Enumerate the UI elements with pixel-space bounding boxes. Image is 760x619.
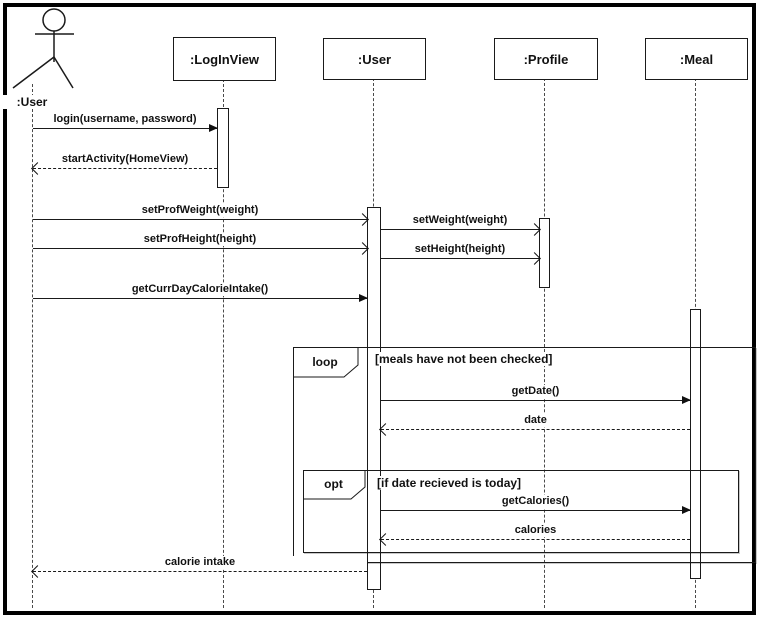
- activation-user: [367, 207, 381, 590]
- lifeline-head-meal: :Meal: [645, 38, 748, 80]
- arrowhead-filled-icon: [682, 396, 691, 404]
- activation-loginview: [217, 108, 229, 188]
- diagram-border: [3, 3, 756, 615]
- arrowhead-filled-icon: [359, 294, 368, 302]
- opt-fragment-tab: [303, 470, 366, 500]
- lifeline-actor-user: [32, 84, 33, 608]
- message-line: [33, 298, 367, 299]
- message-label: calories: [381, 524, 690, 537]
- lifeline-head-profile: :Profile: [494, 38, 598, 80]
- message-line: [33, 128, 217, 129]
- message-line: [33, 248, 367, 249]
- loop-operator-label: loop: [312, 354, 338, 369]
- arrowhead-filled-icon: [682, 506, 691, 514]
- lifeline-loginview: [223, 79, 224, 608]
- message-label: getDate(): [381, 385, 690, 398]
- loop-fragment-tab: [293, 347, 359, 378]
- opt-guard-label: [if date recieved is today]: [376, 476, 523, 490]
- message-line: [33, 219, 367, 220]
- activation-profile: [539, 218, 550, 288]
- loop-guard-label: [meals have not been checked]: [374, 352, 554, 366]
- message-line: [381, 539, 690, 540]
- message-label: getCalories(): [381, 495, 690, 508]
- message-label: getCurrDayCalorieIntake(): [33, 283, 367, 296]
- message-label: setProfHeight(height): [33, 233, 367, 246]
- message-label: date: [381, 414, 690, 427]
- loop-fragment-frame: loop [meals have not been checked]: [293, 347, 756, 563]
- arrowhead-filled-icon: [209, 124, 218, 132]
- opt-operator-label: opt: [324, 477, 343, 491]
- message-label: setHeight(height): [381, 243, 539, 256]
- message-line: [381, 258, 539, 259]
- message-line: [33, 168, 217, 169]
- message-label: setWeight(weight): [381, 214, 539, 227]
- message-line: [381, 429, 690, 430]
- lifeline-head-label: :LogInView: [189, 51, 260, 67]
- message-line: [381, 400, 690, 401]
- lifeline-profile: [544, 78, 545, 608]
- message-label: setProfWeight(weight): [33, 204, 367, 217]
- message-label: startActivity(HomeView): [33, 153, 217, 166]
- lifeline-head-loginview: :LogInView: [173, 37, 276, 81]
- message-label: login(username, password): [33, 113, 217, 126]
- actor-label: :User: [2, 95, 62, 109]
- message-line: [33, 571, 367, 572]
- lifeline-head-label: :User: [357, 51, 392, 67]
- message-label: calorie intake: [33, 556, 367, 569]
- activation-meal: [690, 309, 701, 579]
- actor-icon: [12, 8, 74, 89]
- opt-fragment-frame: opt [if date recieved is today]: [303, 470, 739, 553]
- message-line: [381, 510, 690, 511]
- lifeline-head-user: :User: [323, 38, 426, 80]
- lifeline-head-label: :Profile: [523, 51, 569, 67]
- lifeline-head-label: :Meal: [679, 51, 714, 67]
- message-line: [381, 229, 539, 230]
